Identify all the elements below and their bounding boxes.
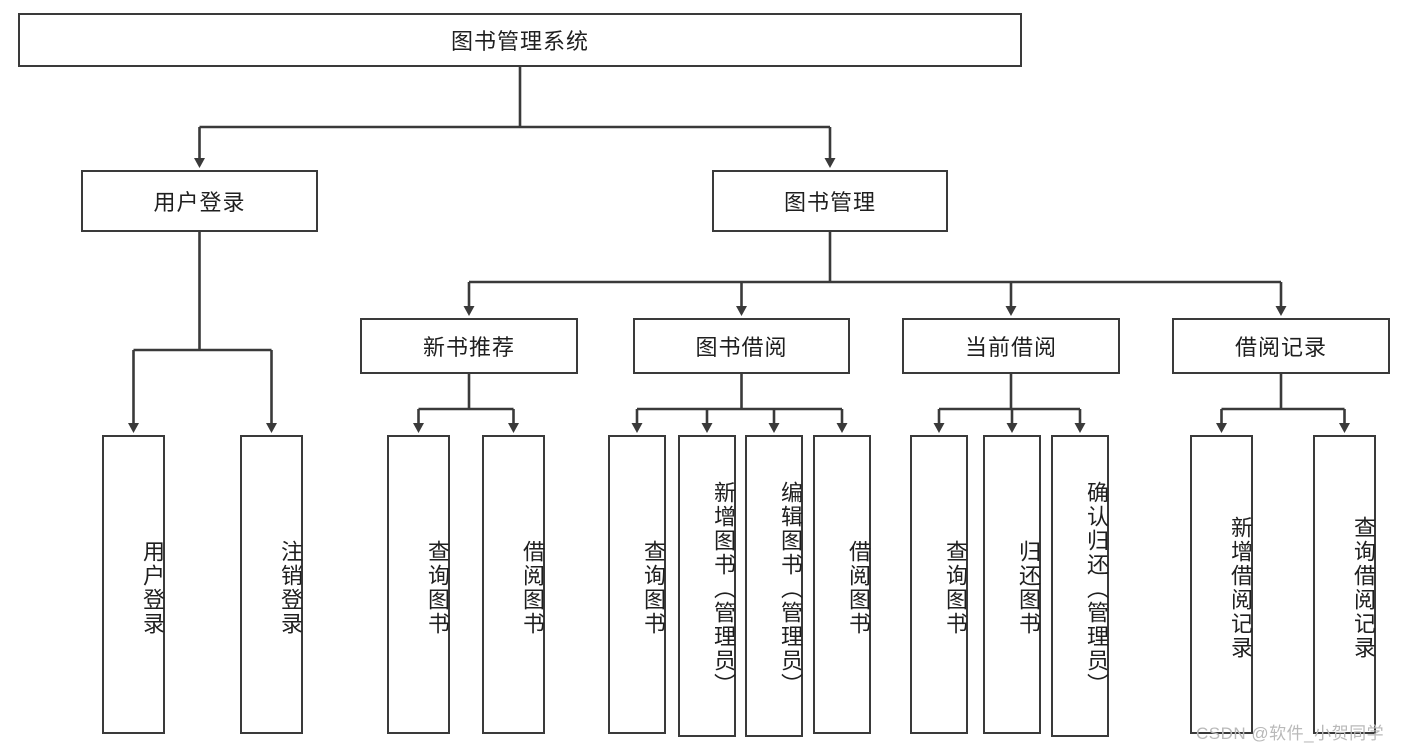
- node-l3_10[interactable]: 确认归还（管理员）: [1051, 435, 1109, 737]
- node-root[interactable]: 图书管理系统: [18, 13, 1022, 67]
- node-label: 查询图书: [641, 539, 666, 636]
- node-l3_4[interactable]: 查询图书: [608, 435, 666, 734]
- node-l3_6[interactable]: 编辑图书（管理员）: [745, 435, 803, 737]
- node-l1_0[interactable]: 用户登录: [81, 170, 318, 232]
- csdn-watermark: CSDN @软件_小贺同学: [1196, 724, 1385, 743]
- node-l3_5[interactable]: 新增图书（管理员）: [678, 435, 736, 737]
- node-label: 归还图书: [1016, 539, 1041, 636]
- node-l3_3[interactable]: 借阅图书: [482, 435, 545, 734]
- node-label: 当前借阅: [964, 335, 1057, 360]
- node-l2_3[interactable]: 借阅记录: [1172, 318, 1390, 374]
- node-l2_0[interactable]: 新书推荐: [360, 318, 578, 374]
- node-label: 查询借阅记录: [1351, 515, 1376, 660]
- node-l2_1[interactable]: 图书借阅: [633, 318, 850, 374]
- node-label: 图书管理: [783, 190, 876, 215]
- node-label: 新增图书（管理员）: [711, 481, 736, 697]
- node-label: 新书推荐: [422, 335, 515, 360]
- node-l3_1[interactable]: 注销登录: [240, 435, 303, 734]
- node-label: 用户登录: [153, 190, 246, 215]
- node-label: 图书借阅: [695, 335, 788, 360]
- node-l3_7[interactable]: 借阅图书: [813, 435, 871, 734]
- node-label: 注销登录: [278, 539, 303, 636]
- node-label: 借阅记录: [1234, 335, 1327, 360]
- node-label: 查询图书: [943, 539, 968, 636]
- node-l3_9[interactable]: 归还图书: [983, 435, 1041, 734]
- node-l3_2[interactable]: 查询图书: [387, 435, 450, 734]
- node-label: 借阅图书: [520, 539, 545, 636]
- node-l2_2[interactable]: 当前借阅: [902, 318, 1120, 374]
- node-label: 用户登录: [140, 539, 165, 636]
- node-label: 查询图书: [425, 539, 450, 636]
- node-l3_11[interactable]: 新增借阅记录: [1190, 435, 1253, 734]
- node-l3_0[interactable]: 用户登录: [102, 435, 165, 734]
- node-l1_1[interactable]: 图书管理: [712, 170, 948, 232]
- node-label: 图书管理系统: [450, 29, 589, 54]
- node-label: 确认归还（管理员）: [1084, 481, 1109, 697]
- node-l3_8[interactable]: 查询图书: [910, 435, 968, 734]
- node-label: 编辑图书（管理员）: [778, 481, 803, 697]
- node-label: 借阅图书: [846, 539, 871, 636]
- node-l3_12[interactable]: 查询借阅记录: [1313, 435, 1376, 734]
- node-label: 新增借阅记录: [1228, 515, 1253, 660]
